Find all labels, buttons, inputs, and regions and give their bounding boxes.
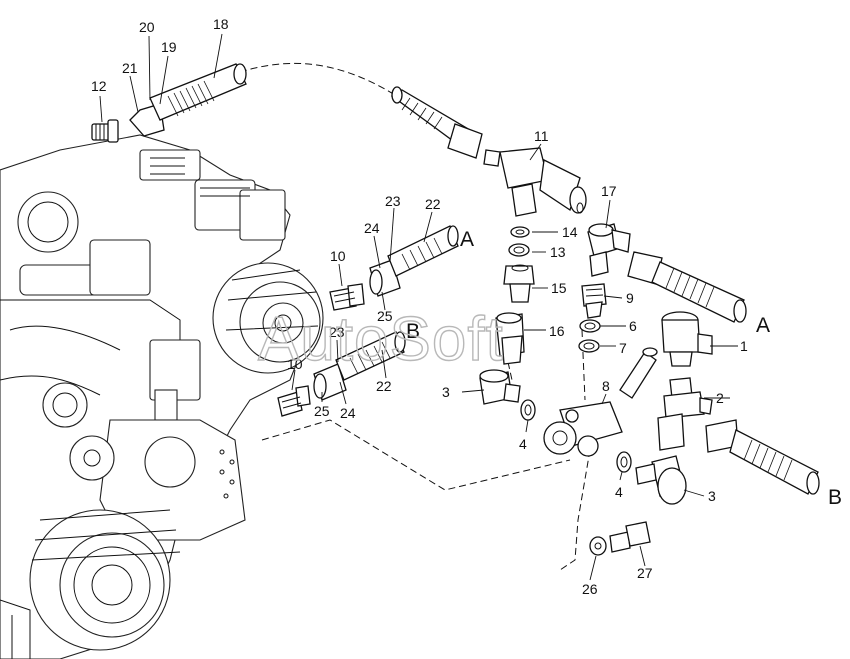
callout-20: 20	[139, 19, 155, 35]
callout-11: 11	[534, 128, 549, 144]
callout-23-upper: 23	[385, 193, 401, 209]
fitting-16	[495, 312, 525, 365]
engine-assembly	[0, 134, 324, 659]
callout-22-lower: 22	[376, 378, 392, 394]
washer-6	[579, 319, 601, 333]
elbow-17	[587, 223, 631, 277]
quick-coupler-1	[661, 311, 713, 367]
callout-1: 1	[740, 338, 748, 354]
callout-26: 26	[582, 581, 598, 597]
callout-25-upper: 25	[377, 308, 393, 324]
hose-18-assembly	[129, 63, 247, 137]
callout-21: 21	[122, 60, 138, 76]
fitting-10-upper	[329, 283, 365, 311]
callout-10-lower: 10	[287, 356, 303, 372]
washer-7	[578, 339, 600, 353]
callout-15: 15	[551, 280, 567, 296]
connection-markers: A B A B	[406, 228, 842, 509]
hose-22-upper	[369, 225, 459, 297]
elbow-3-left	[479, 369, 521, 405]
callout-16: 16	[549, 323, 565, 339]
watermark-text: AutoSoft	[258, 305, 504, 374]
elbow-3-right	[635, 455, 687, 505]
callout-8: 8	[602, 378, 610, 394]
callout-25-lower: 25	[314, 403, 330, 419]
hose-b-right	[705, 419, 820, 495]
cover-bolt-holes	[219, 449, 235, 499]
callout-4-left: 4	[519, 436, 527, 452]
callout-19: 19	[161, 39, 177, 55]
hose-22-lower	[313, 331, 406, 401]
marker-b-right: B	[828, 486, 842, 509]
hose-routing-lines	[239, 62, 591, 571]
washer-13	[508, 243, 530, 257]
callout-13: 13	[550, 244, 566, 260]
callout-23-lower: 23	[329, 324, 345, 340]
fitting-9	[581, 283, 607, 319]
callout-6: 6	[629, 318, 637, 334]
callout-22-upper: 22	[425, 196, 441, 212]
callout-10-upper: 10	[330, 248, 346, 264]
callout-7: 7	[619, 340, 627, 356]
callout-24-lower: 24	[340, 405, 356, 421]
callout-14: 14	[562, 224, 578, 240]
marker-b-middle: B	[406, 320, 420, 343]
bolt-27	[609, 521, 651, 553]
callout-24-upper: 24	[364, 220, 380, 236]
callout-12: 12	[91, 78, 107, 94]
washer-14	[510, 226, 530, 238]
callout-9: 9	[626, 290, 634, 306]
washer-26	[589, 536, 607, 556]
callout-27: 27	[637, 565, 653, 581]
callout-17: 17	[601, 183, 617, 199]
fitting-15	[503, 264, 535, 303]
fitting-10-lower	[277, 385, 311, 417]
callout-18: 18	[213, 16, 229, 32]
tee-fitting-11	[499, 147, 587, 217]
banjo-valve-8	[543, 347, 658, 457]
washer-4-left	[520, 399, 536, 421]
callout-2: 2	[716, 390, 724, 406]
plug-12	[91, 119, 119, 143]
callout-3-right: 3	[708, 488, 716, 504]
callout-4-right: 4	[615, 484, 623, 500]
tee-fitting-2	[657, 377, 713, 451]
washer-4-right	[616, 451, 632, 473]
marker-a-middle: A	[460, 228, 474, 251]
hose-a-right	[627, 251, 747, 323]
marker-a-right: A	[756, 314, 770, 337]
callout-3-left: 3	[442, 384, 450, 400]
hose-11-inlet	[390, 86, 501, 167]
leader-lines	[99, 33, 738, 581]
callout-labels: 12 21 20 19 18 11 17 14 13 15 9 16 6 7 8…	[91, 16, 748, 597]
